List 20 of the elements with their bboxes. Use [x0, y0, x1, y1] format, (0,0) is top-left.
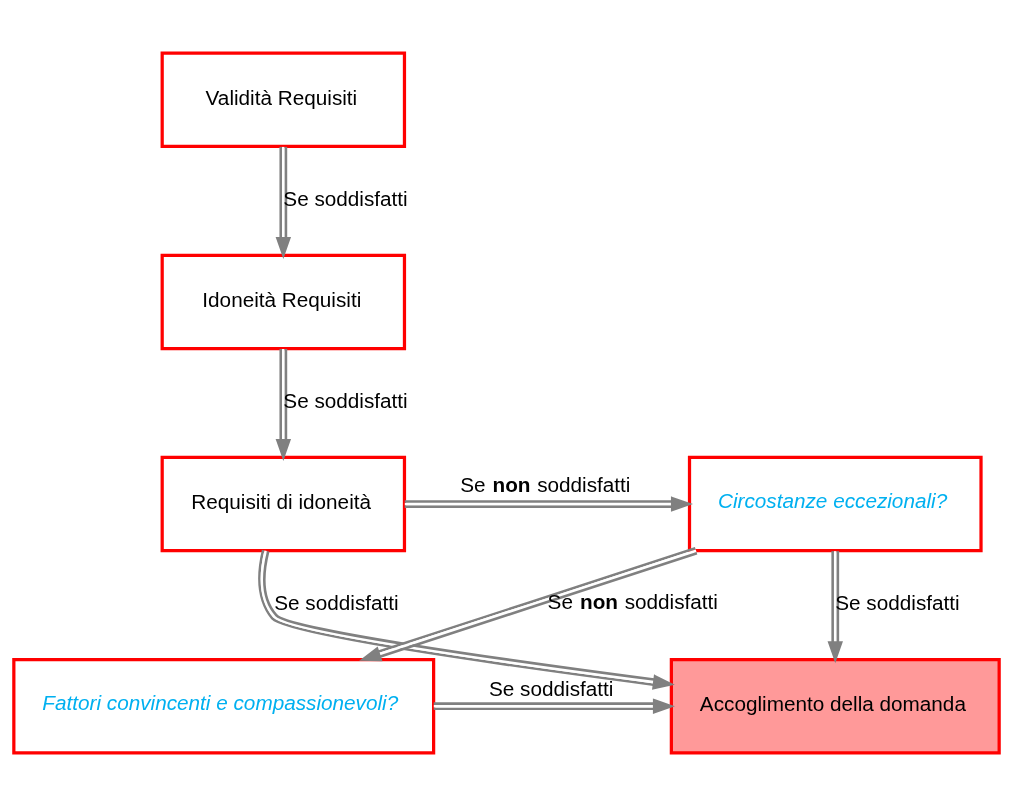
edge-label: Se soddisfatti [835, 591, 960, 615]
node-box: Fattori convincenti e compassionevoli? [12, 657, 436, 755]
arrow [275, 349, 292, 462]
arrow [433, 698, 675, 714]
edge-label: Se non soddisfatti [460, 473, 631, 497]
edge-label: Se soddisfatti [283, 388, 408, 412]
node-box: Validità Requisiti [160, 51, 407, 149]
edge-label: Se soddisfatti [283, 186, 408, 210]
node-box: Circostanze eccezionali? [687, 455, 983, 553]
node-box: Idoneità Requisiti [160, 253, 407, 351]
node-box: Accoglimento della domanda [669, 657, 1001, 755]
arrow [275, 146, 292, 259]
edge-label: Se non soddisfatti [547, 589, 718, 613]
arrow [258, 549, 675, 690]
node-box: Requisiti di idoneità [160, 455, 407, 553]
edge-label: Se soddisfatti [274, 591, 399, 615]
arrow [359, 547, 698, 662]
edge-label: Se soddisfatti [489, 676, 614, 700]
arrow [827, 551, 843, 664]
arrow [404, 496, 693, 512]
